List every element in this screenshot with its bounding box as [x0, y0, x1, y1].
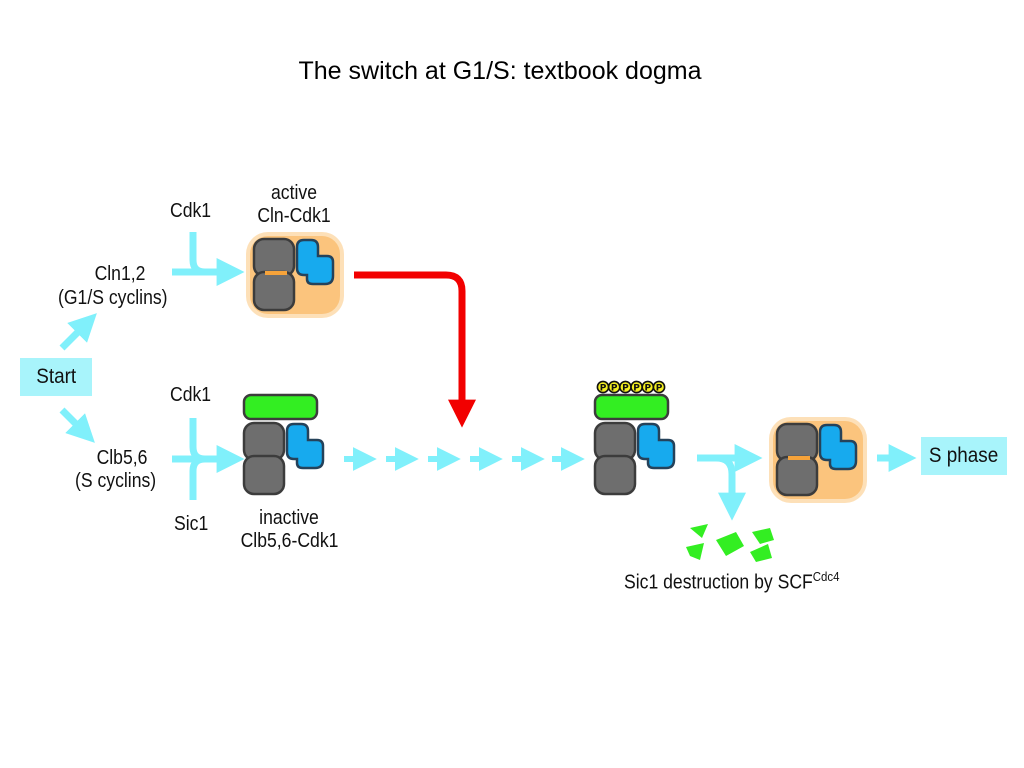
sic1-destruction-label: Sic1 destruction by SCFCdc4 [624, 569, 840, 594]
phosphate-label: P [611, 383, 618, 393]
scf-superscript: Cdc4 [812, 569, 840, 584]
sic1-phosphorylated [593, 393, 670, 421]
phospho-clb-cdk1-complex [593, 421, 676, 496]
cdk1-label-bottom: Cdk1 [170, 384, 212, 406]
inactive-clb-cdk1-complex [242, 421, 325, 496]
sic1-label: Sic1 [174, 513, 209, 535]
sic1-inhibitor-bound [242, 393, 319, 421]
arrow-cdk1-merge-top [189, 232, 206, 276]
active-label-line2: Cln-Cdk1 [257, 205, 331, 227]
inactive-label-line2: Clb5,6-Cdk1 [240, 530, 339, 552]
cln12-label: Cln1,2 [94, 263, 146, 285]
phosphate-label: P [656, 383, 663, 393]
phosphate-label: P [633, 383, 640, 393]
s-phase-node: S phase [921, 437, 1007, 475]
phosphate-label: P [600, 383, 607, 393]
phosphate-circle [652, 380, 666, 394]
active-label-line1: active [271, 182, 317, 204]
cdk1-label-top: Cdk1 [170, 200, 212, 222]
sic1-fragments [686, 524, 774, 562]
s-phase-node-label: S phase [929, 444, 999, 467]
arrow-to-destruction [715, 454, 746, 521]
diagram-title: The switch at G1/S: textbook dogma [298, 57, 702, 85]
arrow-activation-red [354, 271, 476, 428]
phosphate-label: P [622, 383, 629, 393]
arrow-sic1-merge [189, 455, 206, 500]
start-node-label: Start [36, 365, 76, 388]
arrow-start-to-cln [59, 313, 97, 351]
phosphate-label: P [644, 383, 651, 393]
active-cln-cdk1-complex [246, 232, 344, 318]
clb56-subtitle: (S cyclins) [75, 470, 157, 492]
arrow-start-to-clb [59, 407, 95, 443]
start-node: Start [20, 358, 92, 396]
arrow-cdk1-merge-bottom [189, 418, 206, 463]
inactive-label-line1: inactive [259, 507, 319, 529]
active-clb-cdk1-complex [769, 417, 867, 503]
cln12-subtitle: (G1/S cyclins) [58, 287, 168, 309]
clb56-label: Clb5,6 [96, 447, 148, 469]
